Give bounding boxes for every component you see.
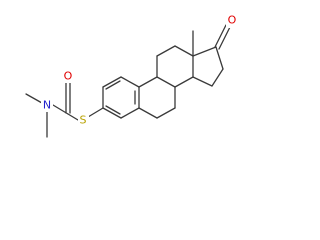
ring-b	[138, 76, 176, 119]
bond	[120, 76, 140, 88]
bond	[211, 68, 224, 87]
bond	[156, 76, 176, 88]
bond	[25, 93, 43, 104]
carbonyl-double-bond	[214, 24, 227, 48]
aromatic-double-bond	[105, 105, 121, 115]
ring-c	[156, 45, 194, 88]
bond	[192, 46, 217, 57]
carbonyl-double-bond	[218, 26, 231, 50]
bond	[138, 107, 158, 119]
molecule-structure: S O N O	[25, 14, 238, 138]
bond	[156, 45, 176, 57]
ketone-oxygen-label: O	[228, 14, 237, 27]
bond	[174, 76, 194, 88]
bond	[102, 107, 122, 119]
bond	[67, 113, 79, 121]
ring-a-aromatic	[102, 76, 140, 119]
bond	[138, 76, 158, 88]
thio-carbonyl-oxygen-label: O	[64, 70, 73, 83]
bond	[102, 76, 122, 88]
ring-d	[192, 46, 224, 87]
bond	[174, 45, 194, 57]
bond	[52, 104, 69, 115]
bond	[192, 76, 213, 87]
atom-labels: S O N O	[41, 14, 238, 127]
sulfur-atom-label: S	[80, 114, 87, 127]
ketone-group	[214, 24, 231, 50]
thiocarbamate-group	[25, 82, 104, 138]
bond	[156, 107, 176, 119]
bond	[120, 107, 140, 119]
amide-nitrogen-label: N	[43, 99, 51, 112]
bond	[215, 46, 224, 70]
aromatic-double-bond	[105, 80, 121, 90]
bond	[87, 107, 104, 118]
